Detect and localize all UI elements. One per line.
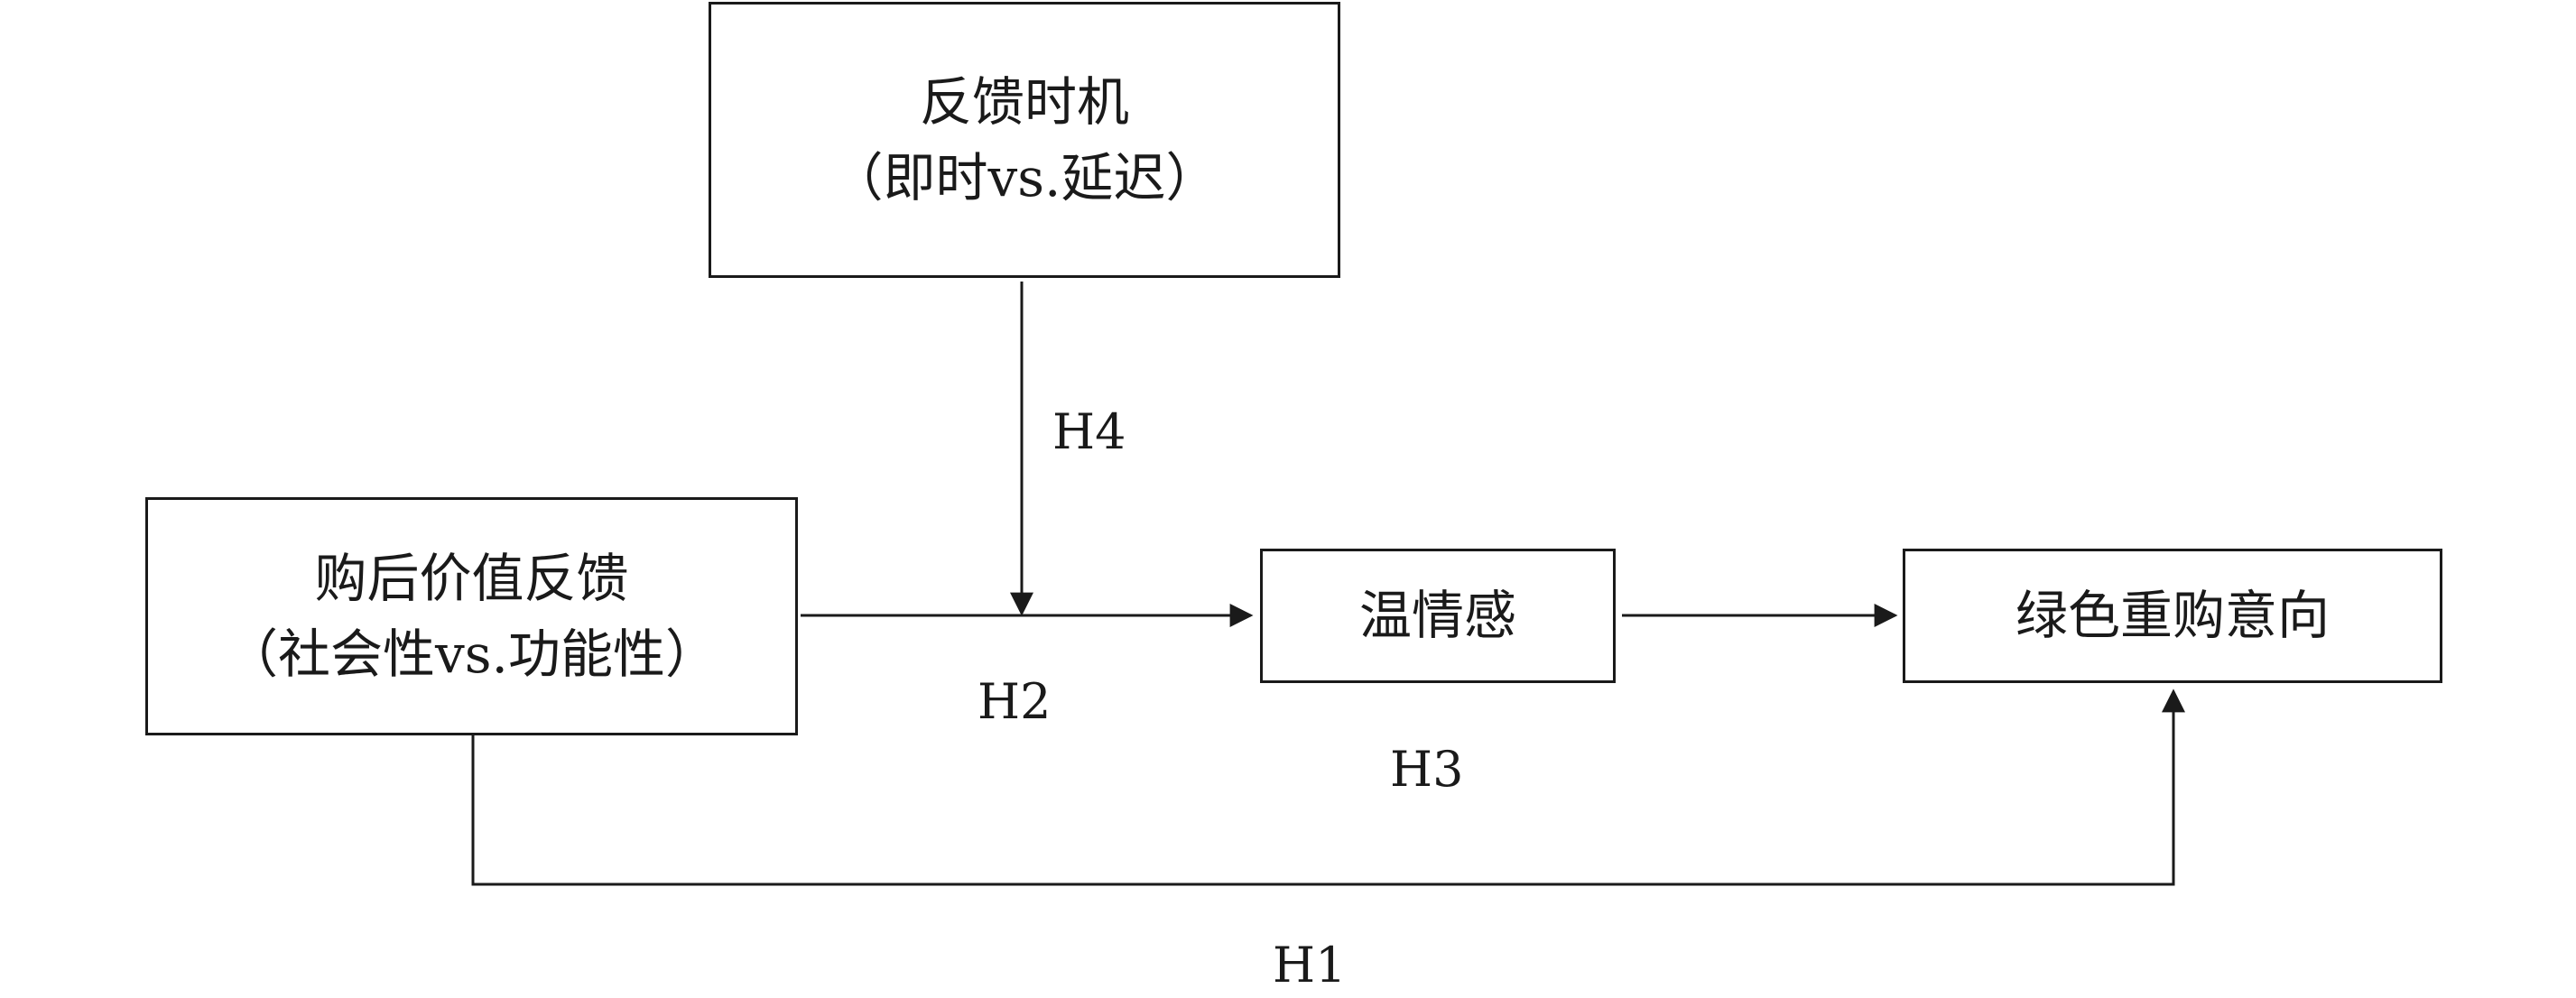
box-feedback-subtitle: （社会性vs.功能性）: [226, 624, 718, 685]
box-feedback-timing-title: 反馈时机: [919, 70, 1129, 133]
box-warmth-label: 温情感: [1358, 585, 1516, 647]
box-green-repurchase-intention: 绿色重购意向: [1903, 549, 2442, 683]
box-feedback-timing-subtitle: （即时vs.延迟）: [830, 147, 1219, 208]
arrow-h1-feedback-to-intention: [471, 688, 2185, 886]
box-post-purchase-value-feedback: 购后价值反馈 （社会性vs.功能性）: [145, 497, 798, 735]
box-warmth: 温情感: [1260, 549, 1616, 683]
label-h3: H3: [1390, 741, 1464, 798]
box-feedback-title: 购后价值反馈: [314, 547, 629, 609]
box-feedback-timing: 反馈时机 （即时vs.延迟）: [709, 2, 1340, 278]
label-h1: H1: [1273, 937, 1347, 993]
label-h4: H4: [1052, 403, 1126, 460]
box-intention-label: 绿色重购意向: [2015, 585, 2330, 647]
label-h2: H2: [978, 673, 1052, 730]
